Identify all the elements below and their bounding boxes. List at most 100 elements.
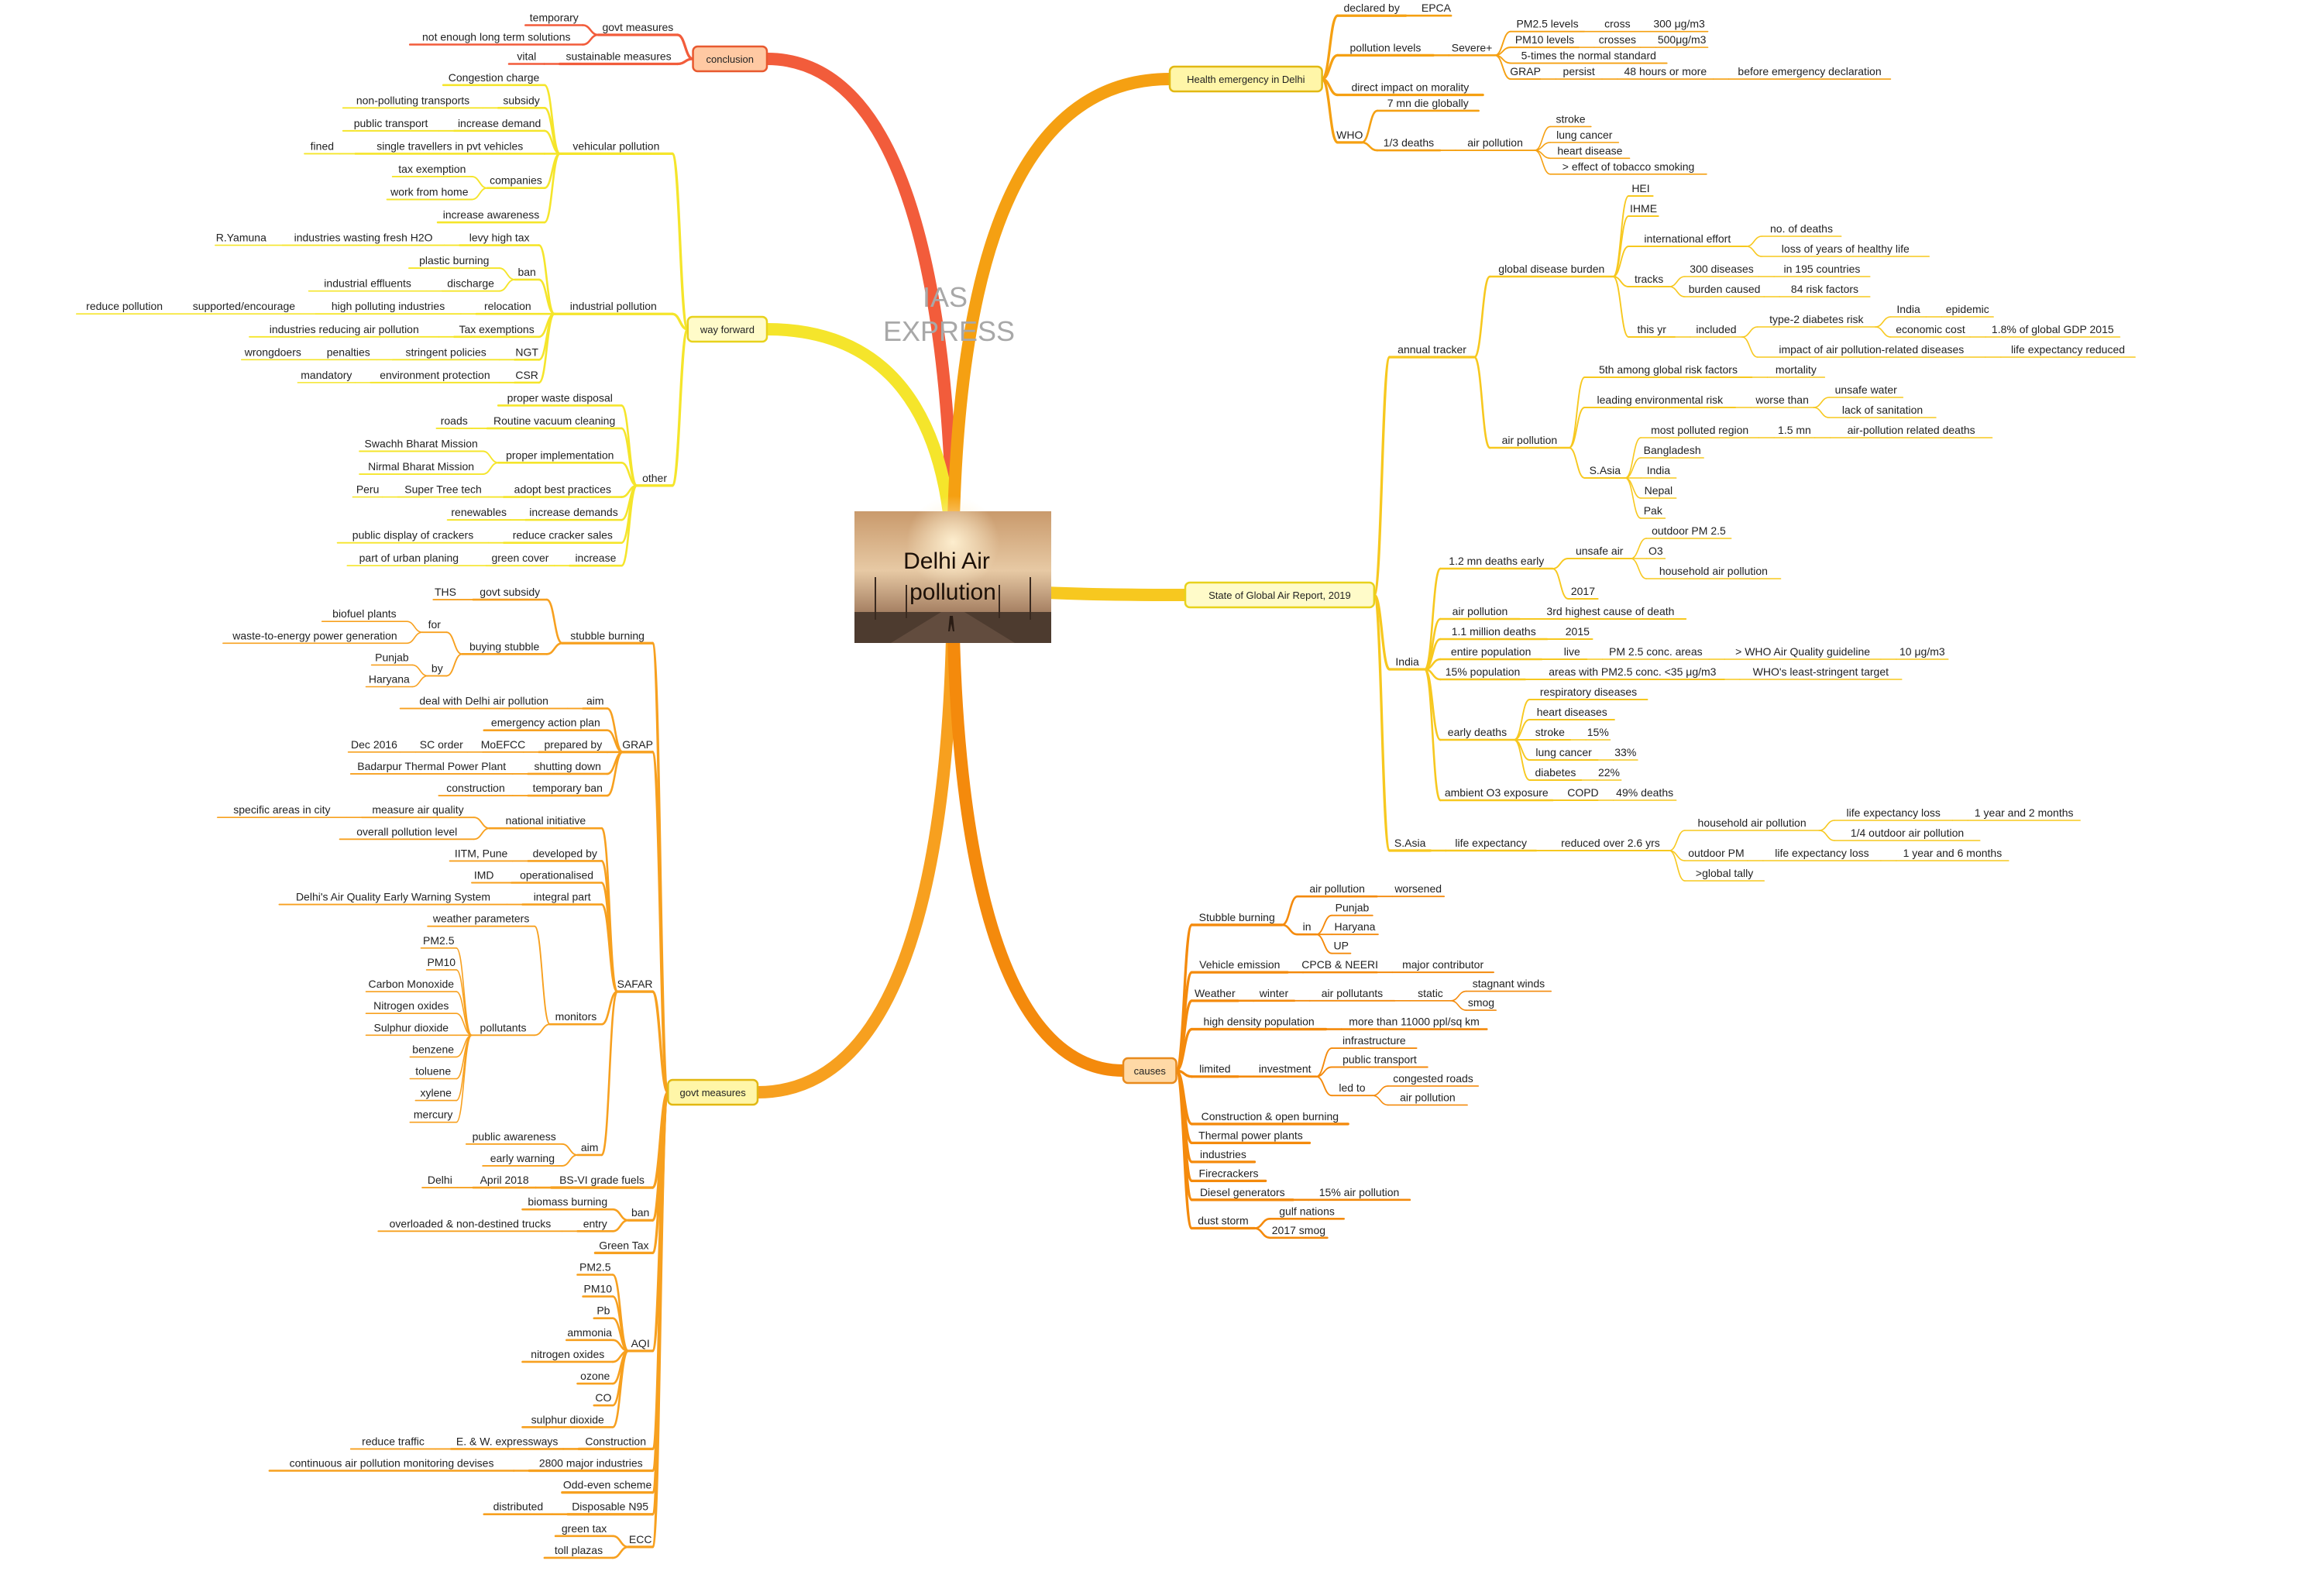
node-developed-by-82[interactable]: developed by [533, 847, 597, 859]
node-1-5-mn-185[interactable]: 1.5 mn [1778, 424, 1811, 436]
node-nitrogen-oxides-116[interactable]: nitrogen oxides [531, 1348, 604, 1360]
node-in-236[interactable]: in [1303, 920, 1312, 933]
node-specific-areas-in-city-80[interactable]: specific areas in city [233, 803, 330, 816]
node-respiratory-diseases-211[interactable]: respiratory diseases [1540, 686, 1637, 698]
node-mercury-99[interactable]: mercury [414, 1109, 453, 1121]
node-industries-reducing-air-pollution-30[interactable]: industries reducing air pollution [270, 323, 419, 335]
node-loss-of-years-of-healthy-life-161[interactable]: loss of years of healthy life [1782, 242, 1910, 255]
node-1-1-million-deaths-200[interactable]: 1.1 million deaths [1452, 625, 1536, 638]
topic-way-forward[interactable]: way forward [686, 315, 768, 343]
node-peru-47[interactable]: Peru [356, 483, 380, 496]
node-entire-population-202[interactable]: entire population [1451, 645, 1532, 658]
node-pm-2-5-conc-areas-204[interactable]: PM 2.5 conc. areas [1609, 645, 1703, 658]
node-cpcb-neeri-241[interactable]: CPCB & NEERI [1301, 958, 1378, 971]
node-entry-108[interactable]: entry [583, 1217, 607, 1229]
node-persist-143[interactable]: persist [1563, 65, 1595, 77]
node-ths-57[interactable]: THS [435, 586, 456, 598]
node-early-warning-102[interactable]: early warning [490, 1152, 555, 1164]
node-5th-among-global-risk-factors-177[interactable]: 5th among global risk factors [1599, 363, 1738, 376]
node-annual-tracker-155[interactable]: annual tracker [1397, 343, 1466, 356]
node-increase-52[interactable]: increase [575, 552, 616, 564]
node-vehicular-pollution-5[interactable]: vehicular pollution [572, 139, 659, 152]
node-reduced-over-2-6-yrs-224[interactable]: reduced over 2.6 yrs [1561, 837, 1660, 849]
node-diesel-generators-262[interactable]: Diesel generators [1200, 1186, 1285, 1198]
node-haryana-64[interactable]: Haryana [369, 673, 410, 686]
node-household-air-pollution-196[interactable]: household air pollution [1659, 565, 1768, 577]
node-india-191[interactable]: India [1395, 655, 1419, 668]
node-proper-implementation-42[interactable]: proper implementation [506, 449, 614, 461]
node-supported-encourage-27[interactable]: supported/encourage [193, 300, 296, 312]
node-emergency-action-plan-68[interactable]: emergency action plan [491, 717, 600, 729]
node-operationalised-84[interactable]: operationalised [520, 869, 593, 882]
node-pollution-levels-133[interactable]: pollution levels [1350, 41, 1422, 53]
node-vehicle-emission-240[interactable]: Vehicle emission [1199, 958, 1280, 971]
node-sustainable-measures-3[interactable]: sustainable measures [566, 50, 671, 63]
node-impact-of-air-pollution-related-diseases-174[interactable]: impact of air pollution-related diseases [1779, 343, 1964, 356]
node-international-effort-159[interactable]: international effort [1644, 232, 1731, 245]
node-high-density-population-249[interactable]: high density population [1204, 1016, 1315, 1028]
node-global-disease-burden-156[interactable]: global disease burden [1498, 263, 1604, 275]
node-public-display-of-crackers-51[interactable]: public display of crackers [352, 529, 473, 541]
node-for-59[interactable]: for [428, 618, 442, 631]
node-direct-impact-on-morality-146[interactable]: direct impact on morality [1352, 81, 1470, 94]
node-sulphur-dioxide-119[interactable]: sulphur dioxide [531, 1413, 604, 1425]
topic-causes[interactable]: causes [1122, 1057, 1177, 1085]
node-plastic-burning-22[interactable]: plastic burning [419, 254, 489, 266]
node-before-emergency-declaration-145[interactable]: before emergency declaration [1738, 65, 1881, 77]
node-green-tax-110[interactable]: Green Tax [599, 1239, 648, 1251]
node-renewables-49[interactable]: renewables [451, 506, 507, 518]
node-biofuel-plants-60[interactable]: biofuel plants [332, 607, 397, 620]
node-xylene-98[interactable]: xylene [420, 1087, 452, 1099]
node-adopt-best-practices-45[interactable]: adopt best practices [514, 483, 611, 496]
node-up-239[interactable]: UP [1334, 940, 1349, 952]
node-weather-243[interactable]: Weather [1195, 987, 1236, 999]
node-pm10-levels-138[interactable]: PM10 levels [1515, 33, 1574, 46]
node-more-than-11000-ppl-sq-km-250[interactable]: more than 11000 ppl/sq km [1349, 1016, 1480, 1028]
node-ban-21[interactable]: ban [517, 266, 535, 278]
node-pm2-5-112[interactable]: PM2.5 [579, 1261, 611, 1274]
node-non-polluting-transports-8[interactable]: non-polluting transports [356, 94, 469, 106]
node-industries-260[interactable]: industries [1200, 1148, 1246, 1160]
node-severe-134[interactable]: Severe+ [1452, 41, 1493, 53]
node-industries-wasting-fresh-h2o-19[interactable]: industries wasting fresh H2O [294, 232, 433, 244]
node-49-deaths-221[interactable]: 49% deaths [1616, 786, 1673, 799]
node-10-g-m3-206[interactable]: 10 μg/m3 [1899, 645, 1945, 658]
topic-conclusion[interactable]: conclusion [692, 45, 768, 73]
node-other-38[interactable]: other [642, 472, 667, 484]
node-biomass-burning-107[interactable]: biomass burning [528, 1195, 607, 1208]
node-nirmal-bharat-mission-44[interactable]: Nirmal Bharat Mission [368, 460, 474, 473]
node-air-pollution-related-deaths-186[interactable]: air-pollution related deaths [1848, 424, 1975, 436]
node-moefcc-70[interactable]: MoEFCC [481, 738, 526, 751]
node-who-air-quality-guideline-205[interactable]: > WHO Air Quality guideline [1735, 645, 1870, 658]
node-major-contributor-242[interactable]: major contributor [1402, 958, 1483, 971]
node-increase-demands-48[interactable]: increase demands [529, 506, 617, 518]
node-o3-195[interactable]: O3 [1648, 545, 1663, 557]
node-grap-142[interactable]: GRAP [1510, 65, 1541, 77]
node-national-initiative-78[interactable]: national initiative [506, 814, 586, 827]
node-toll-plazas-130[interactable]: toll plazas [555, 1544, 603, 1556]
node-life-expectancy-loss-230[interactable]: life expectancy loss [1775, 847, 1868, 859]
node-1-8-of-global-gdp-2015-173[interactable]: 1.8% of global GDP 2015 [1992, 323, 2114, 335]
node-areas-with-pm2-5-conc-35-g-m3-208[interactable]: areas with PM2.5 conc. <35 μg/m3 [1549, 665, 1716, 678]
node-proper-waste-disposal-39[interactable]: proper waste disposal [507, 391, 613, 404]
node-increase-awareness-16[interactable]: increase awareness [443, 208, 540, 221]
node-odd-even-scheme-125[interactable]: Odd-even scheme [563, 1479, 652, 1491]
node-public-transport-10[interactable]: public transport [354, 117, 428, 129]
node-delhi-s-air-quality-early-warning-system-87[interactable]: Delhi's Air Quality Early Warning System [296, 891, 490, 903]
central-topic[interactable]: Delhi Air pollution [854, 496, 1051, 643]
node-shutting-down-73[interactable]: shutting down [535, 760, 601, 772]
node-ngt-31[interactable]: NGT [515, 346, 538, 358]
node-1-year-and-2-months-227[interactable]: 1 year and 2 months [1975, 806, 2074, 819]
node-gulf-nations-265[interactable]: gulf nations [1279, 1205, 1335, 1217]
node-air-pollution-234[interactable]: air pollution [1309, 882, 1365, 895]
node-mortality-178[interactable]: mortality [1776, 363, 1817, 376]
node-swachh-bharat-mission-43[interactable]: Swachh Bharat Mission [365, 438, 478, 450]
node-ban-106[interactable]: ban [631, 1206, 649, 1219]
node-subsidy-7[interactable]: subsidy [503, 94, 539, 106]
node-iitm-pune-83[interactable]: IITM, Pune [455, 847, 508, 859]
node-air-pollution-257[interactable]: air pollution [1400, 1091, 1456, 1103]
node-300-diseases-163[interactable]: 300 diseases [1690, 263, 1754, 275]
node-effect-of-tobacco-smoking-154[interactable]: > effect of tobacco smoking [1563, 160, 1695, 173]
node-congested-roads-256[interactable]: congested roads [1393, 1072, 1473, 1085]
node-aqi-111[interactable]: AQI [631, 1337, 650, 1349]
